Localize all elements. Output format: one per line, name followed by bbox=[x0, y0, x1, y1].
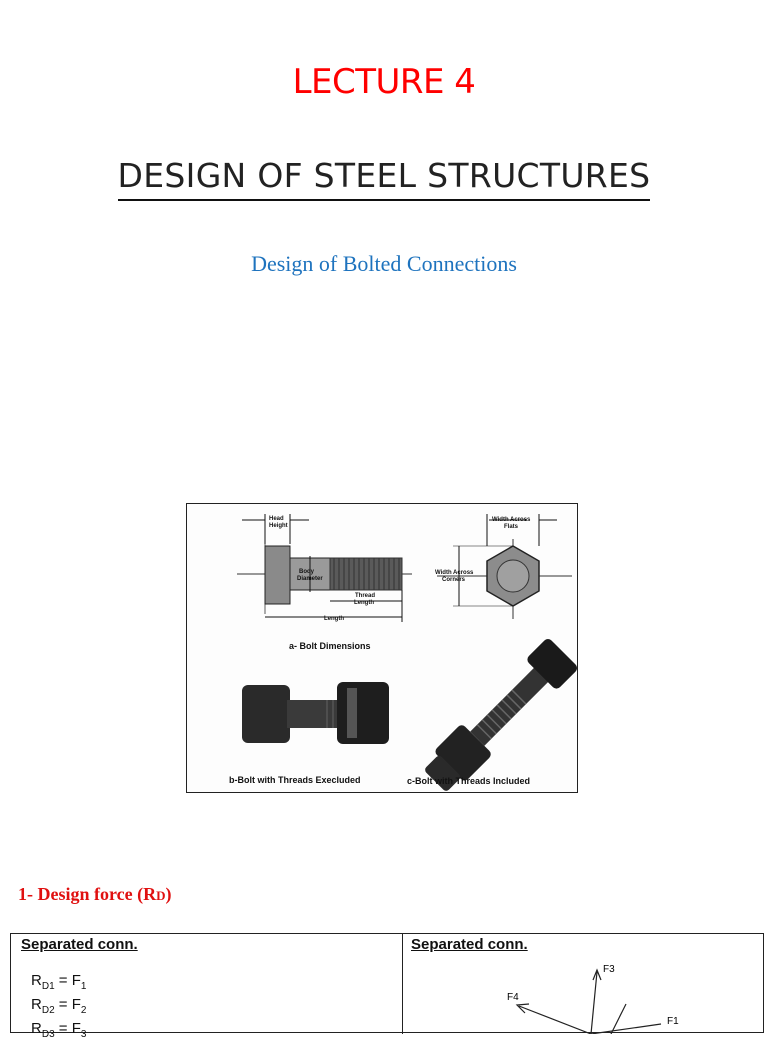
svg-text:Width Across: Width Across bbox=[435, 570, 474, 576]
table-divider bbox=[402, 934, 403, 1034]
connection-table: Separated conn. RD1 = F1 RD2 = F2 RD3 = … bbox=[10, 933, 764, 1040]
left-cell-header: Separated conn. bbox=[21, 936, 138, 953]
course-title-text: DESIGN OF STEEL STRUCTURES bbox=[117, 156, 651, 201]
equation-list: RD1 = F1 RD2 = F2 RD3 = F3 bbox=[31, 972, 86, 1044]
hex-head-view: Width Across Flats Width Across Corners bbox=[435, 514, 572, 619]
lecture-title: LECTURE 4 bbox=[292, 62, 476, 102]
topic-subtitle: Design of Bolted Connections bbox=[251, 251, 517, 276]
svg-text:Diameter: Diameter bbox=[297, 576, 323, 582]
equation-row: RD2 = F2 bbox=[31, 996, 87, 1016]
caption-b: b-Bolt with Threads Execluded bbox=[229, 775, 361, 785]
svg-text:Height: Height bbox=[269, 523, 288, 529]
svg-text:Width Across: Width Across bbox=[492, 517, 531, 523]
svg-text:Length: Length bbox=[354, 600, 374, 606]
force-label-f1: F1 bbox=[667, 1016, 679, 1027]
course-title: DESIGN OF STEEL STRUCTURES bbox=[0, 156, 768, 201]
caption-c: c-Bolt with Threads Included bbox=[407, 776, 530, 786]
section-heading: 1- Design force (RD) bbox=[18, 884, 172, 904]
force-label-f3: F3 bbox=[603, 964, 615, 975]
svg-text:Flats: Flats bbox=[504, 524, 519, 530]
bolt-figure-svg: Head Height Body Diameter Thread Length … bbox=[229, 514, 578, 791]
bolt-dimension-drawing: Head Height Body Diameter Thread Length … bbox=[237, 514, 412, 622]
equation-row: RD1 = F1 bbox=[31, 972, 87, 992]
bolt-threads-excluded-image bbox=[242, 682, 389, 744]
force-diagram: F3 F4 F1 bbox=[507, 964, 679, 1034]
bolt-figure: Head Height Body Diameter Thread Length … bbox=[186, 503, 578, 793]
force-arrow-f1 bbox=[590, 1023, 662, 1034]
right-cell-header: Separated conn. bbox=[411, 936, 528, 953]
force-arrow-f4 bbox=[518, 1005, 592, 1034]
force-arrow-f3 bbox=[590, 971, 598, 1034]
svg-text:Corners: Corners bbox=[442, 577, 466, 583]
caption-a: a- Bolt Dimensions bbox=[289, 641, 371, 651]
force-label-f4: F4 bbox=[507, 992, 519, 1003]
svg-text:Thread: Thread bbox=[355, 593, 375, 599]
svg-text:Head: Head bbox=[269, 516, 284, 522]
svg-text:Body: Body bbox=[299, 569, 315, 575]
svg-text:Length: Length bbox=[324, 616, 344, 622]
bolt-threads-included-image bbox=[425, 638, 578, 791]
